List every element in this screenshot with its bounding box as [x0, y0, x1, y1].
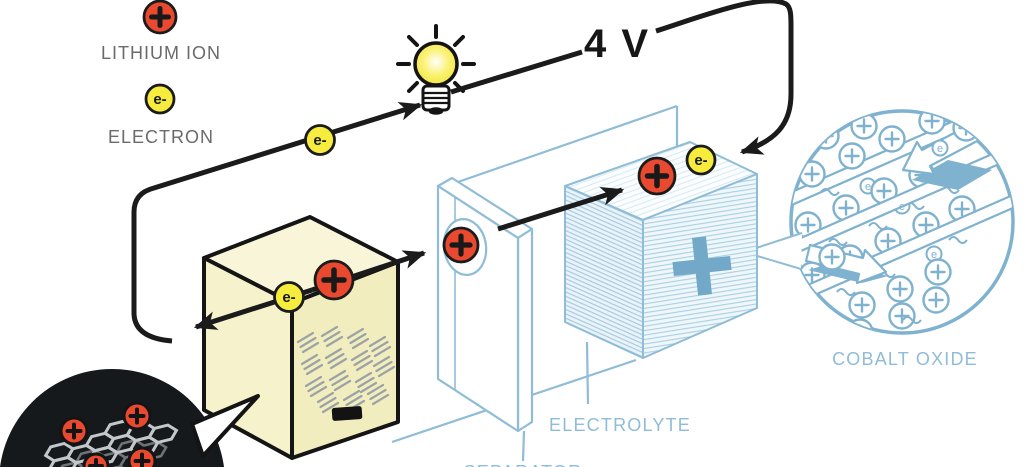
inset-electron-symbol: e — [865, 181, 871, 193]
electrolyte-label: ELECTROLYTE — [549, 415, 691, 435]
voltage-label: 4 V — [584, 22, 650, 66]
cathode-positive-terminal — [672, 236, 732, 296]
label-leader-lines — [521, 341, 590, 462]
lithium-ion-leaving-anode-icon — [313, 259, 355, 301]
graphite-lithium-ions — [59, 401, 157, 467]
legend-electron-icon — [144, 83, 176, 115]
anode-negative-terminal — [331, 406, 363, 421]
cobalt-oxide-inset — [743, 109, 1015, 335]
inset-electron-symbol: e — [931, 249, 937, 261]
legend-lithium-ion-label: LITHIUM ION — [101, 43, 221, 63]
cobalt-oxide-label: COBALT OXIDE — [832, 349, 978, 369]
electron-on-wire-icon — [304, 124, 336, 156]
inset-electron-symbol: e — [899, 201, 905, 213]
ion-insertion-arrow-lower — [804, 243, 888, 285]
electron-symbol: e- — [313, 132, 326, 149]
electron-symbol: e- — [282, 289, 295, 306]
electron-leaving-anode-icon — [273, 281, 305, 313]
electron-symbol: e- — [694, 152, 707, 169]
graphite-inset — [0, 369, 260, 467]
lithium-ion-at-cathode-icon — [637, 156, 677, 196]
separator-label: SEPARATOR — [464, 462, 583, 467]
circuit-wire-left — [131, 101, 423, 344]
separator-panel — [436, 176, 534, 433]
light-bulb-icon — [396, 24, 476, 115]
lithium-ion-in-separator-icon — [442, 226, 480, 264]
inset-electron-symbol: e — [937, 143, 943, 155]
graphite-callout — [190, 394, 260, 458]
electron-at-cathode-icon — [685, 144, 717, 176]
electron-symbol: e- — [153, 91, 166, 108]
circuit-wire-bulb-to-voltage — [450, 49, 583, 95]
circuit-wire-right — [655, 0, 794, 155]
ion-to-cathode-arrow — [497, 187, 625, 232]
legend-lithium-ion-icon — [142, 0, 178, 35]
legend-electron-label: ELECTRON — [108, 127, 214, 147]
